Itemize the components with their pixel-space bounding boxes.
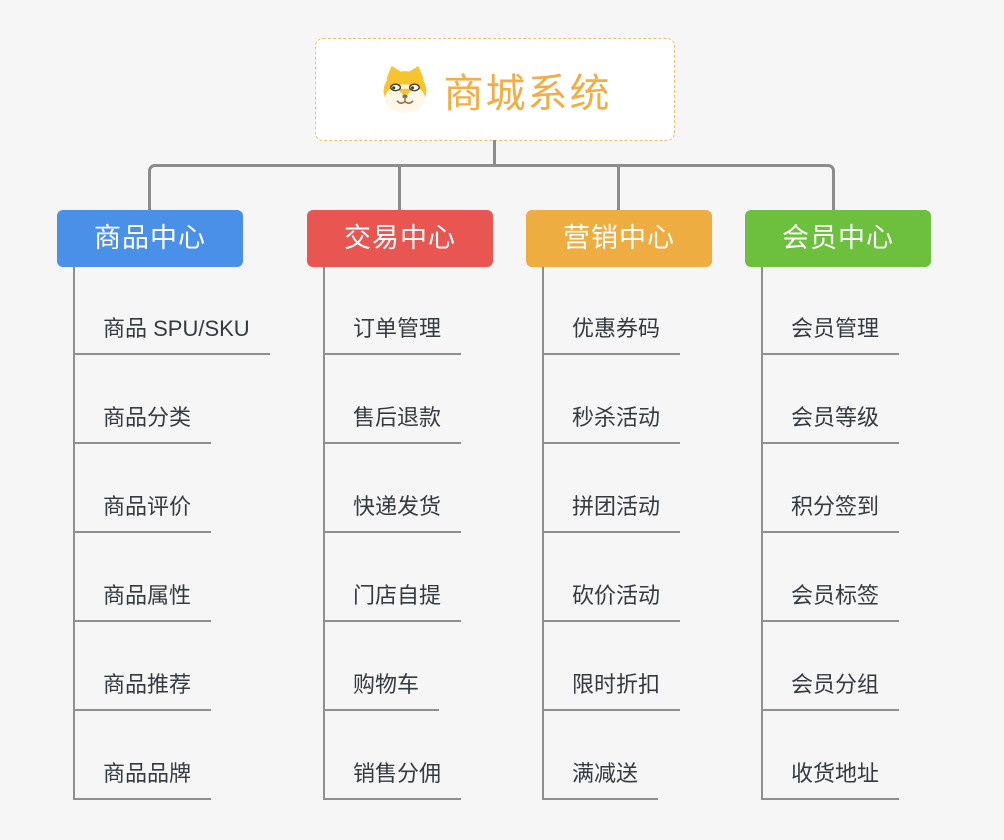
branch-trunk-line: 订单管理售后退款快递发货门店自提购物车销售分佣 [323,267,625,800]
root-title: 商城系统 [443,71,612,116]
root-node[interactable]: 商城系统 [315,38,675,141]
connector-drop-branch3 [617,166,620,210]
leaf-item[interactable]: 商品 SPU/SKU [75,311,270,355]
branch-node[interactable]: 会员中心 [745,210,931,267]
leaf-item[interactable]: 商品推荐 [75,667,212,711]
branch-trunk-line: 会员管理会员等级积分签到会员标签会员分组收货地址 [761,267,1004,800]
leaf-item[interactable]: 会员分组 [763,667,900,711]
branch-3: 营销中心优惠券码秒杀活动拼团活动砍价活动限时折扣满减送 [526,210,712,800]
leaf-item[interactable]: 会员标签 [763,578,900,622]
leaf-item[interactable]: 商品评价 [75,489,212,533]
leaf-item[interactable]: 会员等级 [763,400,900,444]
branch-node[interactable]: 交易中心 [307,210,493,267]
leaf-item[interactable]: 满减送 [544,756,659,800]
leaf-item[interactable]: 订单管理 [325,311,462,355]
leaf-item[interactable]: 砍价活动 [544,578,681,622]
branch-2: 交易中心订单管理售后退款快递发货门店自提购物车销售分佣 [307,210,493,800]
leaf-item[interactable]: 商品属性 [75,578,212,622]
leaf-item[interactable]: 门店自提 [325,578,462,622]
connector-drop-branch2 [398,166,401,210]
leaf-item[interactable]: 优惠券码 [544,311,681,355]
branch-node[interactable]: 营销中心 [526,210,712,267]
leaf-item[interactable]: 售后退款 [325,400,462,444]
shiba-dog-icon [379,65,431,114]
leaf-item[interactable]: 拼团活动 [544,489,681,533]
leaf-item[interactable]: 收货地址 [763,756,900,800]
connector-root-drop [493,140,496,164]
branch-trunk-line: 商品 SPU/SKU 商品分类商品评价商品属性商品推荐商品品牌 [73,267,375,800]
leaf-item[interactable]: 秒杀活动 [544,400,681,444]
leaf-item[interactable]: 积分签到 [763,489,900,533]
connector-bus [148,164,835,210]
branch-node[interactable]: 商品中心 [57,210,243,267]
branch-4: 会员中心会员管理会员等级积分签到会员标签会员分组收货地址 [745,210,931,800]
leaf-item[interactable]: 商品品牌 [75,756,212,800]
leaf-item[interactable]: 快递发货 [325,489,462,533]
branch-trunk-line: 优惠券码秒杀活动拼团活动砍价活动限时折扣满减送 [542,267,844,800]
leaf-item[interactable]: 销售分佣 [325,756,462,800]
leaf-item[interactable]: 限时折扣 [544,667,681,711]
leaf-item[interactable]: 会员管理 [763,311,900,355]
branch-1: 商品中心商品 SPU/SKU 商品分类商品评价商品属性商品推荐商品品牌 [57,210,270,800]
leaf-item[interactable]: 购物车 [325,667,440,711]
leaf-item[interactable]: 商品分类 [75,400,212,444]
